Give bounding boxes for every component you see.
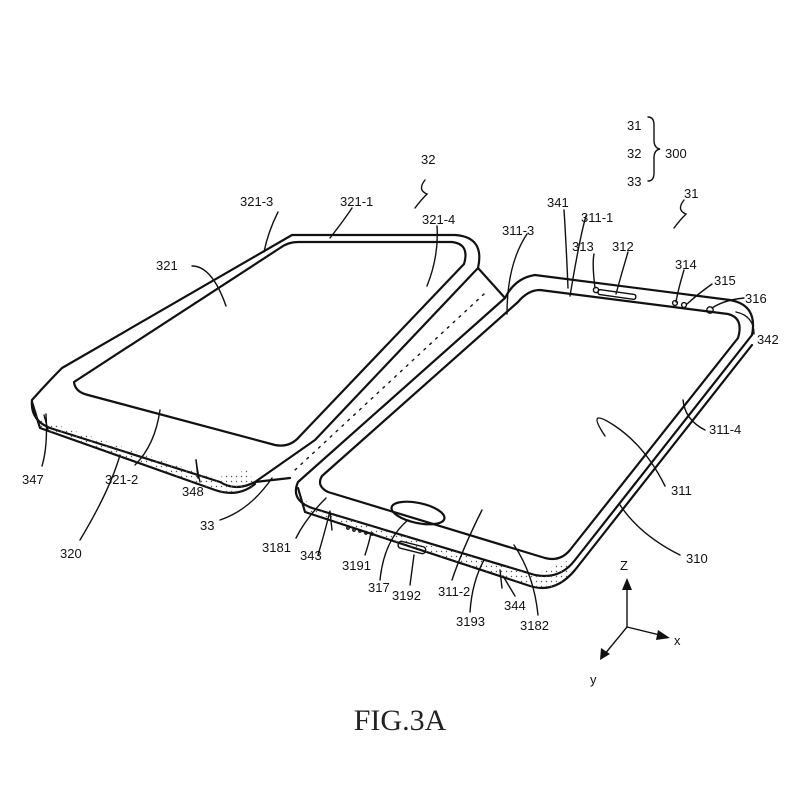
figure-caption: FIG.3A (354, 704, 447, 737)
axis-label-x: x (674, 633, 681, 648)
hinge-33 (253, 266, 507, 484)
label-3192: 3192 (392, 588, 421, 603)
brace-item-31: 31 (627, 118, 641, 133)
label-316: 316 (745, 291, 767, 306)
label-341: 341 (547, 195, 569, 210)
label-320: 320 (60, 546, 82, 561)
label-311-3: 311-3 (502, 223, 534, 238)
label-311-2: 311-2 (438, 584, 470, 599)
label-317: 317 (368, 580, 390, 595)
label-311-1: 311-1 (581, 210, 613, 225)
label-3191: 3191 (342, 558, 371, 573)
label-33: 33 (200, 518, 214, 533)
label-3181: 3181 (262, 540, 291, 555)
label-313: 313 (572, 239, 594, 254)
brace-label-300: 300 (665, 146, 687, 161)
label-321: 321 (156, 258, 178, 273)
label-32: 32 (421, 152, 435, 167)
left-device-screen (72, 240, 467, 447)
label-3193: 3193 (456, 614, 485, 629)
label-344: 344 (504, 598, 526, 613)
group-brace: 31 32 33 300 (627, 116, 687, 189)
label-321-1: 321-1 (340, 194, 373, 209)
right-device-310 (294, 273, 755, 590)
reference-labels: 32 31 321-3 321-1 321-4 321 341 311-1 31… (22, 152, 779, 633)
label-311: 311 (671, 483, 692, 498)
label-3182: 3182 (520, 618, 549, 633)
label-312: 312 (612, 239, 634, 254)
label-310: 310 (686, 551, 708, 566)
label-315: 315 (714, 273, 736, 288)
label-321-3: 321-3 (240, 194, 273, 209)
right-device-screen (318, 288, 741, 561)
coordinate-axes: Z x y (590, 558, 681, 687)
leader-lines (41, 179, 755, 616)
brace-item-32: 32 (627, 146, 641, 161)
axis-label-z: Z (620, 558, 628, 573)
label-321-4: 321-4 (422, 212, 455, 227)
label-342: 342 (757, 332, 779, 347)
label-343: 343 (300, 548, 322, 563)
right-device-side-texture (300, 494, 572, 589)
left-device-320 (30, 233, 481, 495)
left-device-side-texture (34, 408, 255, 493)
label-347: 347 (22, 472, 44, 487)
label-314: 314 (675, 257, 697, 272)
axis-label-y: y (590, 672, 597, 687)
label-311-4: 311-4 (709, 422, 741, 437)
label-31: 31 (684, 186, 698, 201)
label-321-2: 321-2 (105, 472, 138, 487)
label-348: 348 (182, 484, 204, 499)
brace-item-33: 33 (627, 174, 641, 189)
